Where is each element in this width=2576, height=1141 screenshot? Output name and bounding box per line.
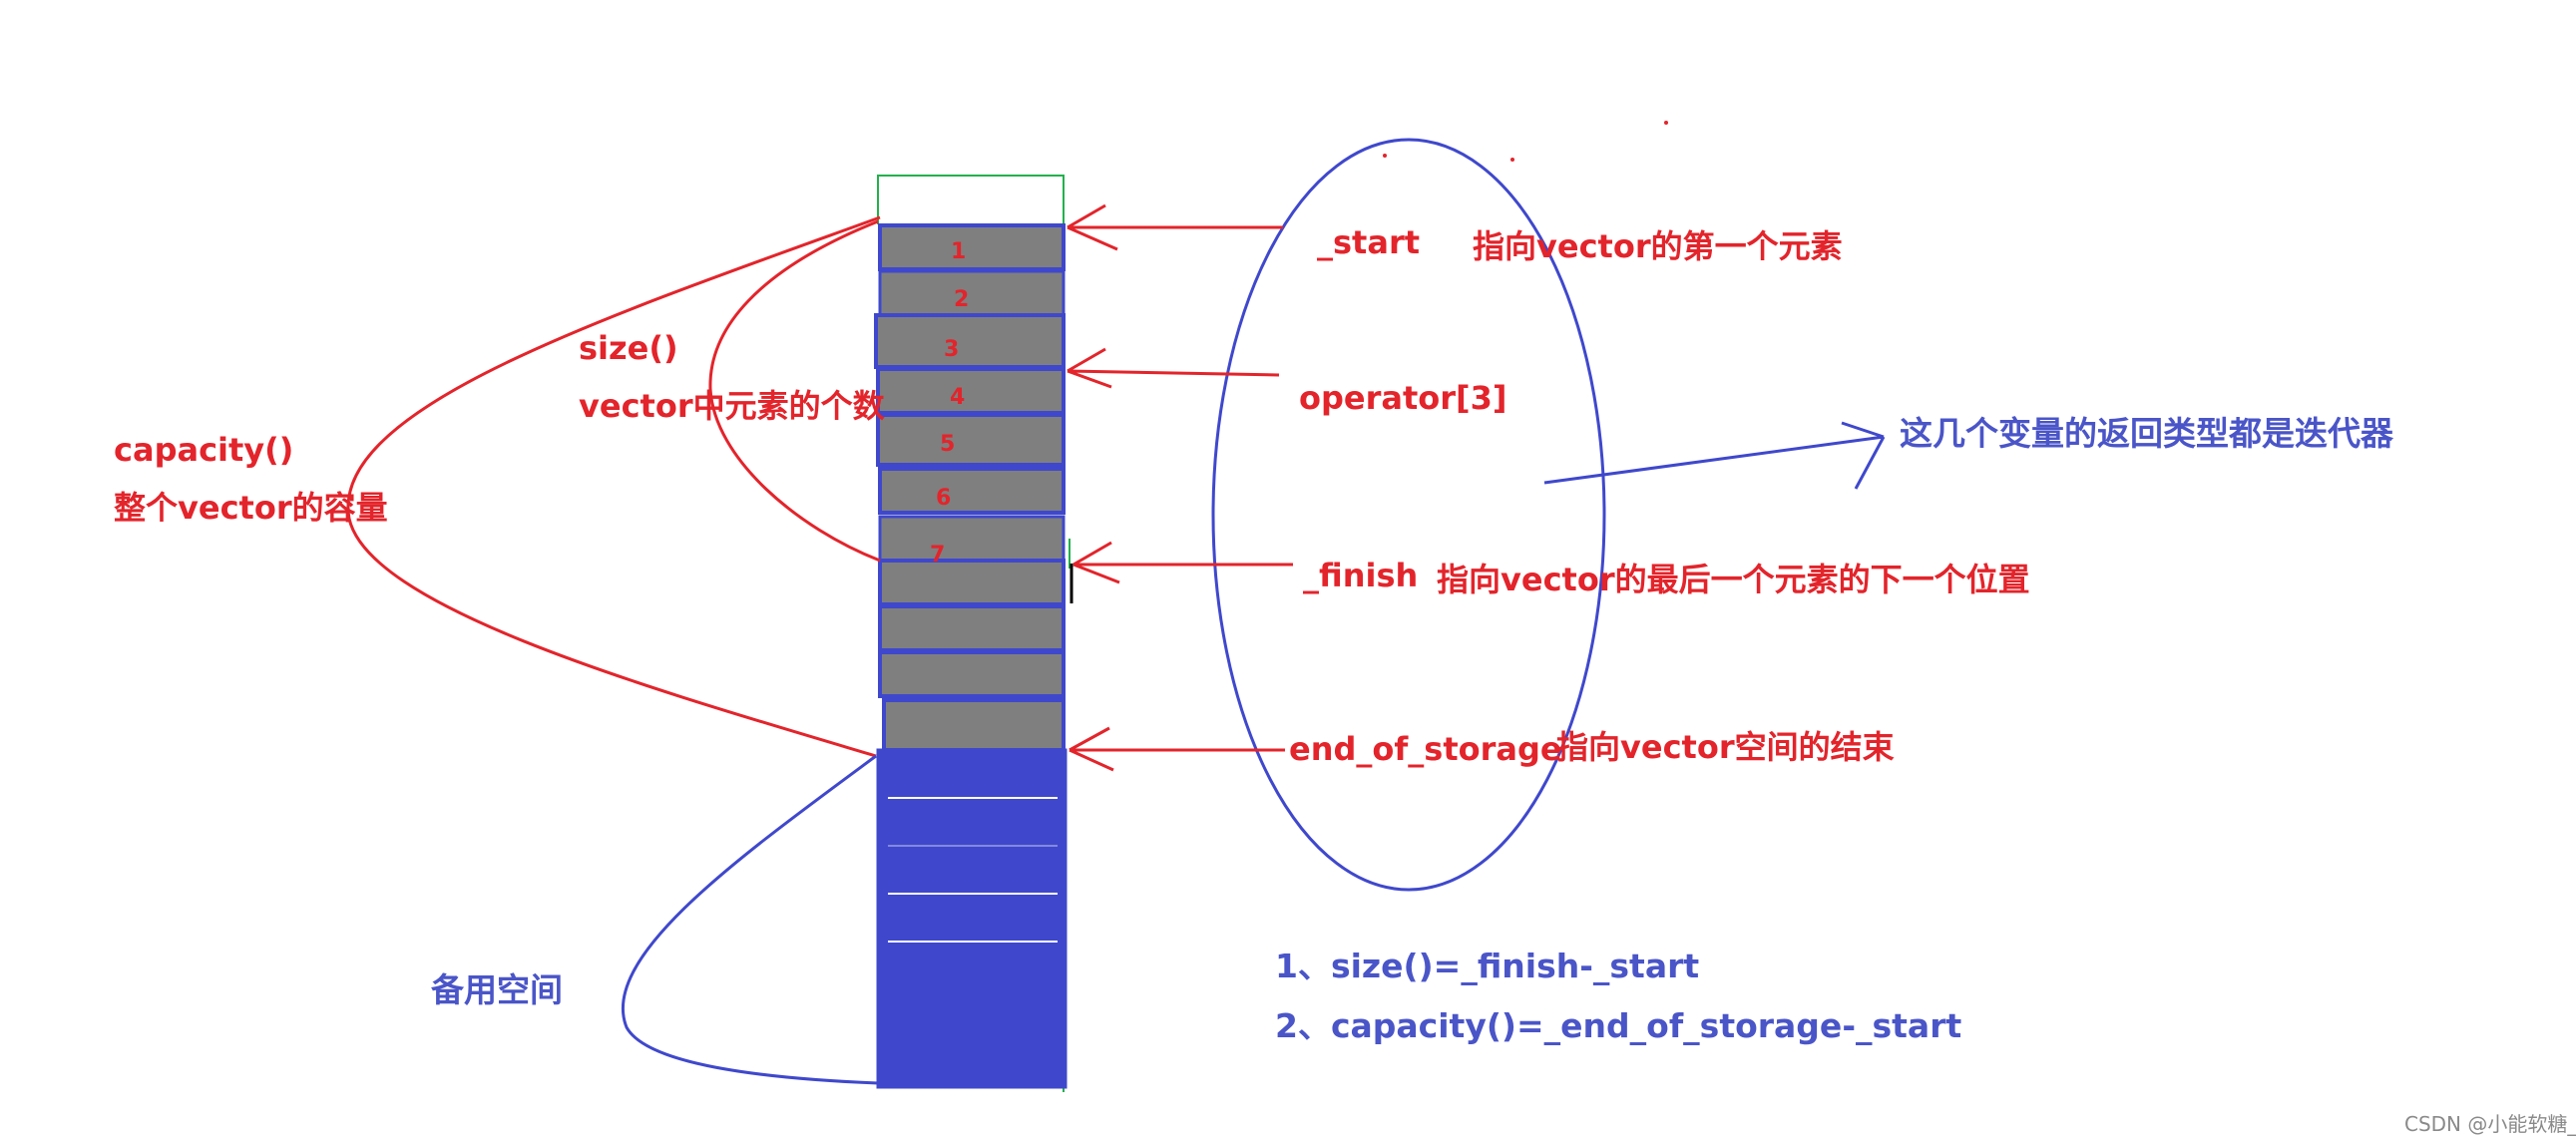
cell-number: 3 <box>944 337 959 362</box>
stray-dots <box>1383 121 1668 162</box>
start-arrow <box>1067 203 1283 251</box>
cell-numbers: 1 2 3 4 5 6 7 <box>930 239 969 568</box>
size-curve <box>708 219 881 563</box>
cell-number: 2 <box>954 287 969 312</box>
vector-cell <box>876 367 1066 415</box>
cell-number: 7 <box>930 543 945 568</box>
size-description: vector中元素的个数 <box>579 387 886 425</box>
capacity-title: capacity() <box>114 431 293 469</box>
vector-cell <box>878 223 1066 271</box>
capacity-curve <box>346 215 881 758</box>
vector-cell <box>878 650 1066 698</box>
pointer-group-ellipse <box>1211 138 1606 892</box>
finish-description: 指向vector的最后一个元素的下一个位置 <box>1437 561 2030 598</box>
vector-reserve-space <box>876 748 1068 1089</box>
vector-cell <box>878 515 1066 563</box>
vector-used-cells <box>874 223 1066 752</box>
pointer-arrows <box>1067 203 1293 772</box>
vector-cell <box>878 559 1066 606</box>
iterator-note: 这几个变量的返回类型都是迭代器 <box>1900 414 2394 453</box>
cell-number: 1 <box>951 239 966 264</box>
cell-number: 4 <box>950 385 965 410</box>
operator-label: operator[3] <box>1299 379 1507 417</box>
size-formula: 1、size()=_finish-_start <box>1275 947 1699 985</box>
cell-number: 5 <box>940 432 955 457</box>
top-bracket <box>877 175 1065 224</box>
start-description: 指向vector的第一个元素 <box>1473 227 1843 265</box>
end-of-storage-label: end_of_storage <box>1289 730 1562 768</box>
vector-cell <box>874 313 1066 369</box>
vector-cell <box>878 269 1066 317</box>
reserve-space-label: 备用空间 <box>431 970 563 1009</box>
cell-number: 6 <box>936 486 951 511</box>
range-curves <box>346 215 881 758</box>
size-title: size() <box>579 329 678 367</box>
finish-arrow <box>1073 541 1293 584</box>
reserve-curve <box>621 754 879 1085</box>
iterator-arrow <box>1543 421 1886 490</box>
vector-cell <box>878 604 1066 652</box>
vector-cell <box>878 467 1066 515</box>
vector-cell <box>882 698 1066 752</box>
vector-cell <box>876 413 1066 467</box>
operator-arrow <box>1067 347 1280 389</box>
capacity-formula: 2、capacity()=_end_of_storage-_start <box>1275 1006 1961 1045</box>
watermark: CSDN @小能软糖_ <box>2404 1112 2576 1136</box>
capacity-description: 整个vector的容量 <box>114 489 388 527</box>
start-label: _start <box>1317 223 1420 261</box>
end-of-storage-description: 指向vector空间的结束 <box>1556 728 1895 766</box>
finish-label: _finish <box>1303 557 1418 594</box>
end-of-storage-arrow <box>1069 726 1285 772</box>
